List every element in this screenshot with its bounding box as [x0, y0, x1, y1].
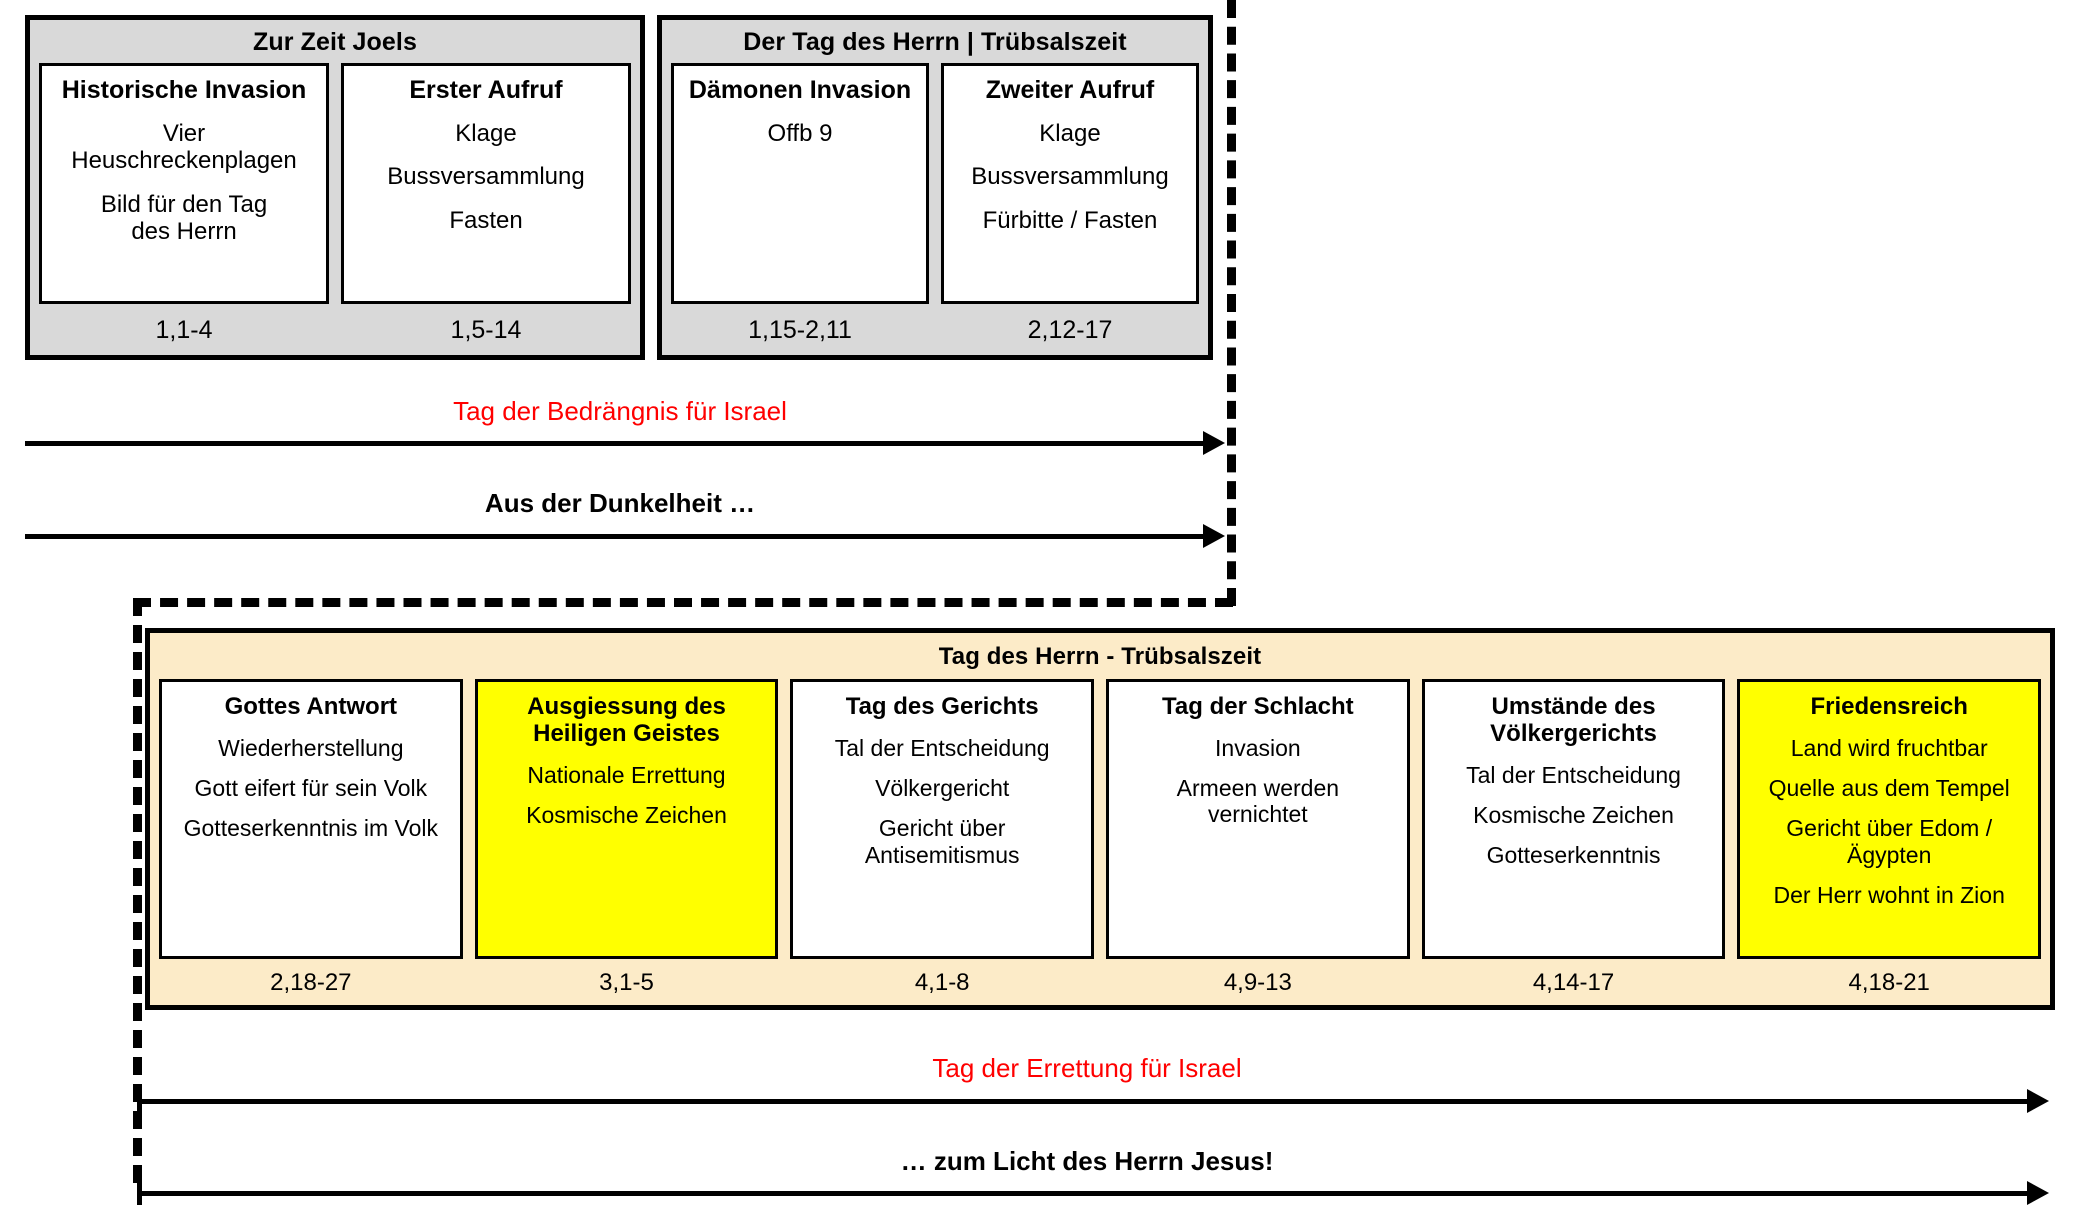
reference-3-1-5: 3,1-5: [599, 969, 654, 996]
card-line: Vier Heuschreckenplagen: [71, 120, 297, 175]
reference-2-18-27: 2,18-27: [270, 969, 352, 996]
card-heading: Historische Invasion: [61, 76, 307, 104]
card-heading: Zweiter Aufruf: [985, 76, 1155, 104]
reference-4-18-21: 4,18-21: [1848, 969, 1930, 996]
column-erster-aufruf: Erster Aufruf Klage Bussversammlung Fast…: [341, 63, 631, 304]
card-line: Kosmische Zeichen: [526, 801, 727, 828]
column-zweiter-aufruf: Zweiter Aufruf Klage Bussversammlung Für…: [941, 63, 1199, 304]
card-historische-invasion[interactable]: Historische Invasion Vier Heuschreckenpl…: [39, 63, 329, 304]
card-line: Klage: [455, 120, 517, 147]
arrow-label-tag-der-errettung: Tag der Errettung für Israel: [932, 1053, 1242, 1083]
column-daemonen-invasion: Dämonen Invasion Offb 9: [671, 63, 929, 304]
card-line: Klage: [1039, 120, 1101, 147]
card-ausgiessung-heiligen-geistes[interactable]: Ausgiessung des Heiligen Geistes Nationa…: [474, 679, 779, 959]
reference-4-9-13: 4,9-13: [1223, 969, 1292, 996]
card-heading: Ausgiessung des Heiligen Geistes: [527, 693, 726, 747]
reference-1-5-14: 1,5-14: [450, 316, 522, 344]
card-line: Nationale Errettung: [527, 761, 726, 788]
reference-2-12-17: 2,12-17: [1027, 316, 1113, 344]
panel-title-der-tag-des-herrn: Der Tag des Herrn | Trübsalszeit: [743, 28, 1127, 56]
card-gottes-antwort[interactable]: Gottes Antwort Wiederherstellung Gott ei…: [159, 679, 463, 959]
card-erster-aufruf[interactable]: Erster Aufruf Klage Bussversammlung Fast…: [341, 63, 631, 304]
card-line: Völkergericht: [875, 775, 1010, 802]
column-historische-invasion: Historische Invasion Vier Heuschreckenpl…: [39, 63, 329, 304]
card-daemonen-invasion[interactable]: Dämonen Invasion Offb 9: [671, 63, 929, 304]
card-line: Bussversammlung: [971, 163, 1169, 191]
card-line: Gott eifert für sein Volk: [194, 775, 428, 802]
panel-der-tag-des-herrn: Der Tag des Herrn | Trübsalszeit Dämonen…: [657, 15, 1213, 360]
card-line: Gotteserkenntnis im Volk: [183, 815, 439, 842]
dashed-connector-horizontal: [133, 598, 1233, 607]
card-line: Gotteserkenntnis: [1486, 842, 1661, 869]
card-line: Armeen werden vernichtet: [1176, 775, 1340, 828]
arrow-label-aus-der-dunkelheit: Aus der Dunkelheit …: [484, 488, 756, 518]
card-line: Offb 9: [767, 120, 833, 147]
arrow-zum-licht-des-herrn-jesus: [137, 1178, 2057, 1208]
reference-1-1-4: 1,1-4: [155, 316, 213, 344]
reference-4-14-17: 4,14-17: [1532, 969, 1615, 996]
card-line: Tal der Entscheidung: [1466, 761, 1681, 788]
panel-reference-row: 1,1-4 1,5-14: [30, 304, 640, 355]
panel-columns: Dämonen Invasion Offb 9 Zweiter Aufruf K…: [662, 63, 1208, 304]
card-line: Fasten: [449, 206, 523, 234]
card-line: Kosmische Zeichen: [1473, 801, 1674, 828]
panel-title-zur-zeit-joels: Zur Zeit Joels: [253, 28, 417, 56]
arrow-head-icon: [2027, 1089, 2049, 1113]
dashed-connector-right-vertical: [1227, 0, 1236, 606]
card-zweiter-aufruf[interactable]: Zweiter Aufruf Klage Bussversammlung Für…: [941, 63, 1199, 304]
column-tag-der-schlacht: Tag der Schlacht Invasion Armeen werden …: [1106, 679, 1410, 959]
panel-reference-row: 1,15-2,11 2,12-17: [662, 304, 1208, 355]
panel-zur-zeit-joels: Zur Zeit Joels Historische Invasion Vier…: [25, 15, 645, 360]
card-heading: Tag des Gerichts: [845, 693, 1039, 720]
dashed-connector-left-vertical: [133, 598, 142, 1183]
card-line: Fürbitte / Fasten: [982, 206, 1158, 234]
panel-columns: Gottes Antwort Wiederherstellung Gott ei…: [150, 679, 2050, 959]
panel-columns: Historische Invasion Vier Heuschreckenpl…: [30, 63, 640, 304]
card-line: Gericht über Edom /Ägypten: [1786, 815, 1993, 868]
arrow-head-icon: [1203, 524, 1225, 548]
reference-1-15-2-11: 1,15-2,11: [748, 316, 852, 344]
panel-reference-row: 2,18-27 3,1-5 4,1-8 4,9-13 4,14-17 4,18-…: [150, 959, 2050, 1005]
column-friedensreich: Friedensreich Land wird fruchtbar Quelle…: [1737, 679, 2042, 959]
card-umstaende-des-voelkergerichts[interactable]: Umstände des Völkergerichts Tal der Ents…: [1421, 679, 1726, 959]
card-line: Der Herr wohnt in Zion: [1773, 881, 2005, 908]
arrow-tag-der-errettung: [137, 1086, 2057, 1116]
card-heading: Dämonen Invasion: [688, 76, 912, 104]
card-friedensreich[interactable]: Friedensreich Land wird fruchtbar Quelle…: [1737, 679, 2042, 959]
arrow-tag-der-bedraengnis: [25, 428, 1225, 458]
card-tag-des-gerichts[interactable]: Tag des Gerichts Tal der Entscheidung Vö…: [790, 679, 1095, 959]
column-ausgiessung-heiligen-geistes: Ausgiessung des Heiligen Geistes Nationa…: [474, 679, 779, 959]
arrow-label-tag-der-bedraengnis: Tag der Bedrängnis für Israel: [453, 396, 787, 426]
column-tag-des-gerichts: Tag des Gerichts Tal der Entscheidung Vö…: [790, 679, 1095, 959]
column-gottes-antwort: Gottes Antwort Wiederherstellung Gott ei…: [159, 679, 463, 959]
card-heading: Umstände des Völkergerichts: [1490, 693, 1657, 747]
card-heading: Tag der Schlacht: [1162, 693, 1354, 720]
column-umstaende-des-voelkergerichts: Umstände des Völkergerichts Tal der Ents…: [1421, 679, 1726, 959]
arrow-shaft: [25, 534, 1203, 539]
card-line: Invasion: [1215, 734, 1301, 761]
arrow-label-zum-licht-des-herrn-jesus: … zum Licht des Herrn Jesus!: [900, 1146, 1274, 1176]
card-tag-der-schlacht[interactable]: Tag der Schlacht Invasion Armeen werden …: [1106, 679, 1410, 959]
card-heading: Gottes Antwort: [224, 693, 398, 720]
card-line: Quelle aus dem Tempel: [1768, 775, 2010, 802]
panel-tag-des-herrn-truebsalszeit: Tag des Herrn - Trübsalszeit Gottes Antw…: [145, 628, 2055, 1010]
card-heading: Friedensreich: [1810, 693, 1968, 720]
card-line: Land wird fruchtbar: [1790, 734, 1988, 761]
arrow-shaft: [137, 1191, 2027, 1196]
arrow-shaft: [137, 1099, 2027, 1104]
card-line: Bild für den Tag des Herrn: [100, 190, 268, 246]
card-line: Tal der Entscheidung: [834, 734, 1050, 761]
card-line: Bussversammlung: [387, 163, 585, 191]
arrow-head-icon: [1203, 431, 1225, 455]
panel-title-tag-des-herrn-truebsalszeit: Tag des Herrn - Trübsalszeit: [938, 643, 1262, 670]
card-line: Wiederherstellung: [218, 734, 404, 761]
card-line: Gericht über Antisemitismus: [864, 815, 1020, 868]
card-heading: Erster Aufruf: [409, 76, 563, 104]
arrow-aus-der-dunkelheit: [25, 521, 1225, 551]
arrow-head-icon: [2027, 1181, 2049, 1205]
arrow-shaft: [25, 441, 1203, 446]
reference-4-1-8: 4,1-8: [914, 969, 970, 996]
